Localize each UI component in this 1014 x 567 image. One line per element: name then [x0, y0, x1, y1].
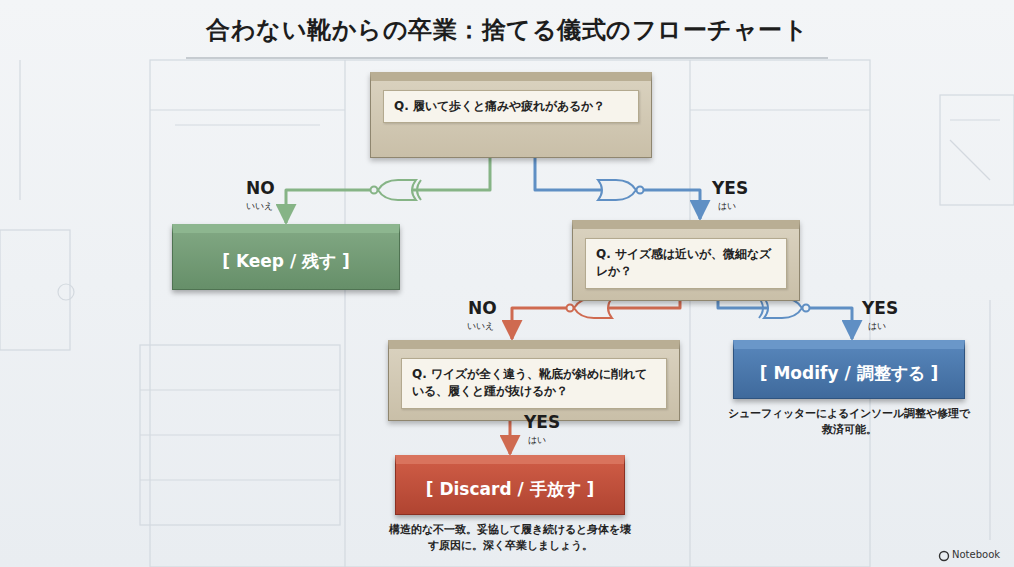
node-text: [ Keep / 残す ]	[222, 250, 350, 272]
xnor-gate	[759, 298, 810, 318]
xnor-gate	[371, 180, 422, 200]
edge-label: YES	[522, 412, 562, 432]
watermark-icon	[940, 552, 949, 561]
edge-label: NO	[244, 178, 277, 198]
edge-sublabel: いいえ	[467, 320, 494, 333]
node-text: Q. サイズ感は近いが、微細なズレか？	[585, 238, 787, 289]
node-text: Q. 履いて歩くと痛みや疲れがあるか？	[383, 90, 639, 123]
flow-arrow	[286, 158, 490, 223]
watermark: Notebook	[952, 549, 1000, 560]
edge-label: YES	[710, 178, 750, 198]
nor-gate	[598, 180, 644, 200]
keep-box: [ Keep / 残す ]	[172, 224, 400, 290]
edge-sublabel: はい	[868, 320, 886, 333]
node-text: [ Discard / 手放す ]	[426, 478, 595, 500]
discard-box: [ Discard / 手放す ]構造的な不一致。妥協して履き続けると身体を壊す…	[395, 455, 625, 515]
node-note: シューフィッターによるインソール調整や修理で救済可能。	[724, 406, 974, 438]
edge-sublabel: はい	[528, 434, 546, 447]
flow-arrow	[509, 421, 512, 454]
edge-sublabel: いいえ	[246, 200, 273, 213]
node-note: 構造的な不一致。妥協して履き続けると身体を壊す原因に。深く卒業しましょう。	[386, 522, 634, 554]
question-box: Q. 履いて歩くと痛みや疲れがあるか？	[370, 72, 652, 158]
node-text: Q. ワイズが全く違う、靴底が斜めに削れている、履くと踵が抜けるか？	[401, 358, 667, 409]
nor-gate	[567, 298, 613, 318]
modify-box: [ Modify / 調整する ]シューフィッターによるインソール調整や修理で救…	[733, 340, 965, 399]
chart-title: 合わない靴からの卒業：捨てる儀式のフローチャート	[0, 14, 1014, 46]
title-rule	[186, 58, 828, 59]
flow-arrow	[535, 158, 700, 219]
question-box: Q. サイズ感は近いが、微細なズレか？	[572, 220, 800, 301]
edge-label: NO	[466, 298, 499, 318]
edge-sublabel: はい	[718, 200, 736, 213]
node-text: [ Modify / 調整する ]	[760, 362, 939, 384]
question-box: Q. ワイズが全く違う、靴底が斜めに削れている、履くと踵が抜けるか？	[388, 340, 680, 421]
edge-label: YES	[860, 298, 900, 318]
